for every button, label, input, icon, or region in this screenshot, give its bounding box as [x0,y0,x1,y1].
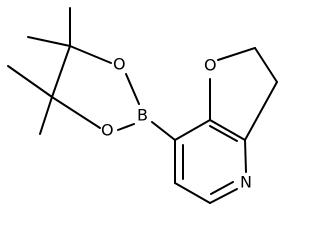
dihydrofuran-ring [209,47,278,141]
bond-b-c7 [151,121,176,141]
bond-c1-o-upper [69,45,112,64]
bond-b-o-lower [117,123,135,131]
bond-c5-n [209,188,238,204]
methyl-groups [7,7,71,135]
bond-c7a-c7 [174,119,211,141]
pyridine-ring [174,119,247,204]
bond-o-c2 [217,47,256,61]
bond-o-lower-c2 [51,96,101,129]
bond-o-upper-b [125,73,140,105]
bond-c3a-c7a-inner [209,125,238,142]
bond-methyl-3 [7,65,53,98]
bond-c2-c3 [254,47,278,83]
atom-boron: B [137,106,148,125]
bond-methyl-4 [39,96,53,135]
bond-c1-c2 [51,45,71,98]
atom-oxygen-furan: O [204,56,217,75]
bond-c3a-c7a [209,119,246,141]
atom-oxygen-upper: O [113,55,126,74]
bond-methyl-2 [27,36,71,47]
bond-c6-c5 [174,182,211,204]
chemical-structure-diagram: O B O O N [7,7,278,204]
dioxaborolane-ring [51,45,140,131]
bond-c3-c3a [244,81,278,141]
atom-oxygen-lower: O [101,121,114,140]
atom-nitrogen: N [240,173,252,192]
bond-c5-n-inner [210,181,234,195]
bond-n-c3a [244,139,247,173]
